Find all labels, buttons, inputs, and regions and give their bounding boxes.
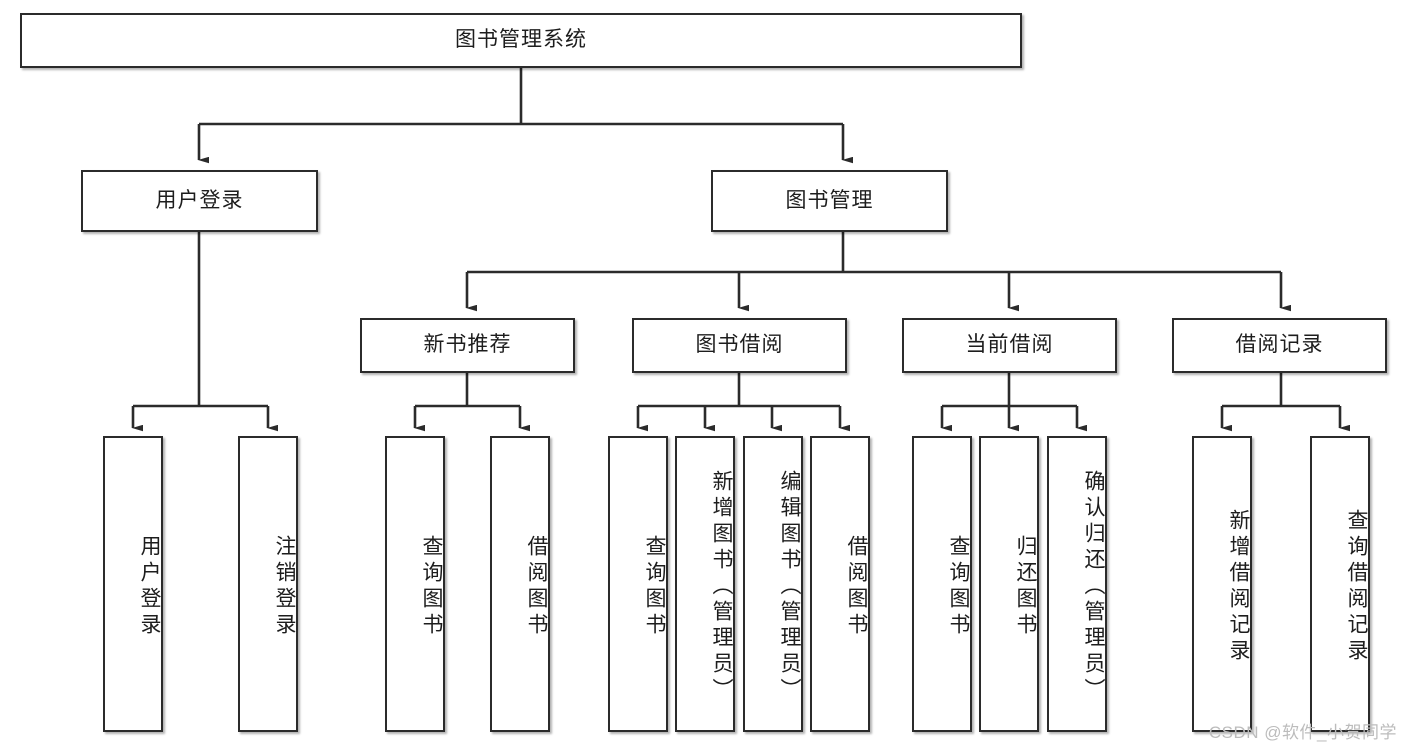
node-label: 图书管理	[785, 188, 874, 212]
node-label: 借阅图书	[525, 535, 548, 639]
leaf-user-login-login[interactable]: 用户登录	[103, 436, 163, 732]
node-root-book-management-system[interactable]: 图书管理系统	[20, 13, 1022, 68]
node-label: 图书管理系统	[455, 28, 587, 52]
leaf-current-borrow-return[interactable]: 归还图书	[979, 436, 1039, 732]
node-label: 借阅记录	[1235, 333, 1324, 357]
node-label: 确认归还（管理员）	[1082, 470, 1105, 704]
node-label: 用户登录	[155, 188, 244, 212]
leaf-book-borrow-borrow[interactable]: 借阅图书	[810, 436, 870, 732]
leaf-borrow-record-query[interactable]: 查询借阅记录	[1310, 436, 1370, 732]
node-label: 查询图书	[420, 535, 443, 639]
node-user-login[interactable]: 用户登录	[81, 170, 318, 232]
leaf-user-login-logout[interactable]: 注销登录	[238, 436, 298, 732]
node-label: 借阅图书	[845, 535, 868, 639]
leaf-book-borrow-edit[interactable]: 编辑图书（管理员）	[743, 436, 803, 732]
node-label: 查询图书	[947, 535, 970, 639]
node-label: 归还图书	[1014, 535, 1037, 639]
node-label: 新增图书（管理员）	[710, 470, 733, 704]
leaf-book-borrow-query[interactable]: 查询图书	[608, 436, 668, 732]
node-label: 编辑图书（管理员）	[778, 470, 801, 704]
node-label: 图书借阅	[695, 333, 784, 357]
node-label: 新书推荐	[423, 333, 512, 357]
node-label: 查询借阅记录	[1345, 509, 1368, 665]
node-label: 用户登录	[138, 535, 161, 639]
node-label: 当前借阅	[965, 333, 1054, 357]
leaf-book-borrow-add[interactable]: 新增图书（管理员）	[675, 436, 735, 732]
node-new-book-recommend[interactable]: 新书推荐	[360, 318, 575, 373]
leaf-current-borrow-confirm-return[interactable]: 确认归还（管理员）	[1047, 436, 1107, 732]
node-book-management[interactable]: 图书管理	[711, 170, 948, 232]
node-label: 注销登录	[273, 535, 296, 639]
watermark-text: CSDN @软件_小贺同学	[1208, 723, 1397, 742]
node-label: 新增借阅记录	[1227, 509, 1250, 665]
leaf-borrow-record-add[interactable]: 新增借阅记录	[1192, 436, 1252, 732]
node-book-borrow[interactable]: 图书借阅	[632, 318, 847, 373]
node-current-borrow[interactable]: 当前借阅	[902, 318, 1117, 373]
leaf-new-book-query[interactable]: 查询图书	[385, 436, 445, 732]
node-label: 查询图书	[643, 535, 666, 639]
leaf-new-book-borrow[interactable]: 借阅图书	[490, 436, 550, 732]
node-borrow-record[interactable]: 借阅记录	[1172, 318, 1387, 373]
leaf-current-borrow-query[interactable]: 查询图书	[912, 436, 972, 732]
